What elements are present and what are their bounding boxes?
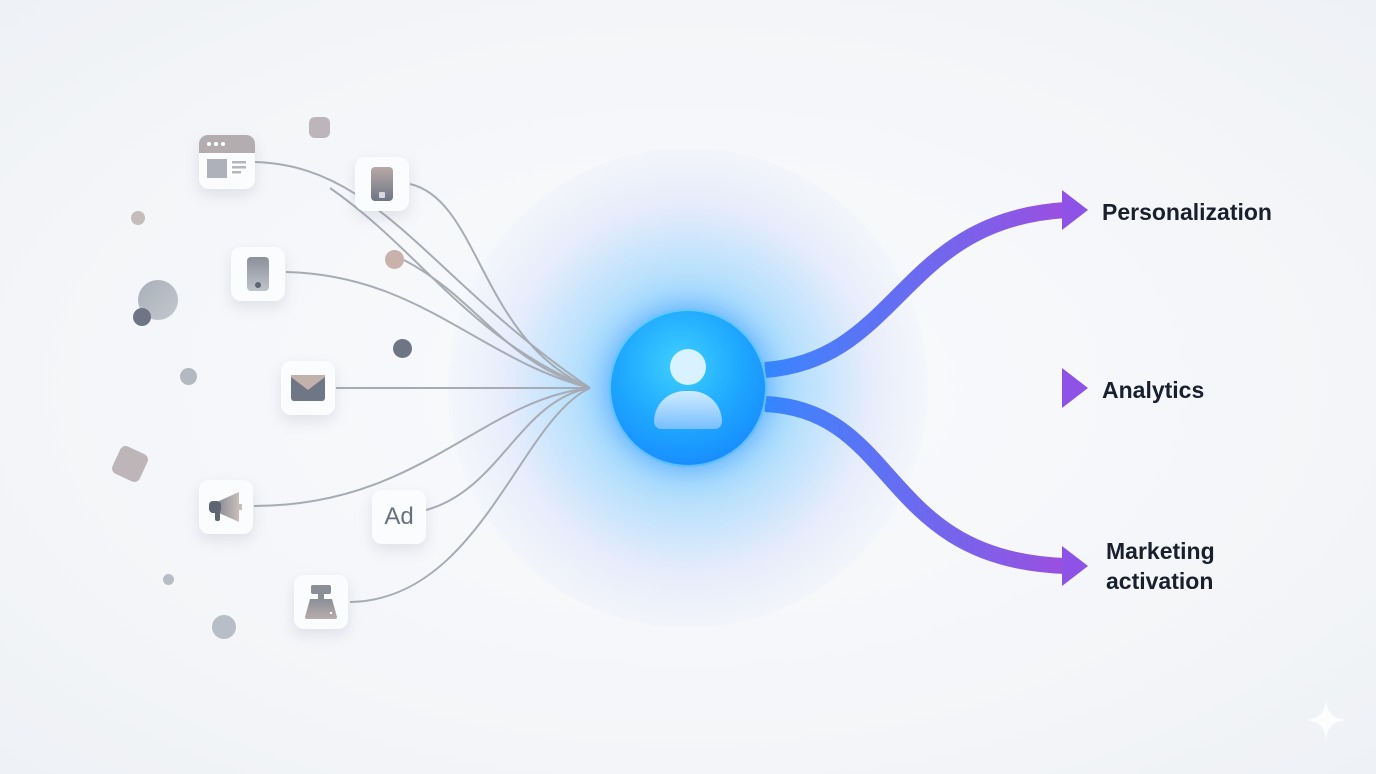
megaphone-icon — [209, 492, 242, 522]
decor-dot — [180, 368, 197, 385]
decor-dot — [212, 615, 236, 639]
arrowhead-marketing — [1062, 546, 1088, 586]
user-profile-icon-body — [654, 391, 722, 429]
cash-register-icon — [305, 585, 337, 619]
browser-window-icon — [199, 135, 255, 178]
output-analytics: Analytics — [1102, 377, 1205, 403]
decor-dot — [131, 211, 145, 225]
ad-icon: Ad — [384, 503, 414, 530]
decor-dot — [163, 574, 174, 585]
source-web-browser — [199, 135, 255, 189]
source-mobile-device-1 — [355, 157, 409, 211]
smartphone-icon — [247, 257, 269, 291]
source-point-of-sale — [294, 575, 348, 629]
decor-dot — [393, 339, 412, 358]
customer-profile-hub — [609, 309, 767, 467]
sparkle-icon — [1306, 700, 1346, 740]
arrowhead-analytics — [1062, 368, 1088, 408]
output-marketing-line1: Marketing — [1106, 538, 1215, 564]
source-email — [281, 361, 335, 415]
source-mobile-device-2 — [231, 247, 285, 301]
decor-square — [309, 117, 330, 138]
output-marketing-activation: Marketing activation — [1106, 536, 1215, 596]
output-marketing-line2: activation — [1106, 568, 1214, 594]
source-advertising: Ad — [372, 490, 426, 544]
source-campaign — [199, 480, 253, 534]
decor-dot — [133, 308, 151, 326]
user-profile-icon — [670, 349, 706, 385]
arrowhead-personalization — [1062, 190, 1088, 230]
decor-dot — [385, 250, 404, 269]
envelope-icon — [291, 375, 325, 401]
output-personalization: Personalization — [1102, 199, 1272, 225]
smartphone-icon — [371, 167, 393, 201]
